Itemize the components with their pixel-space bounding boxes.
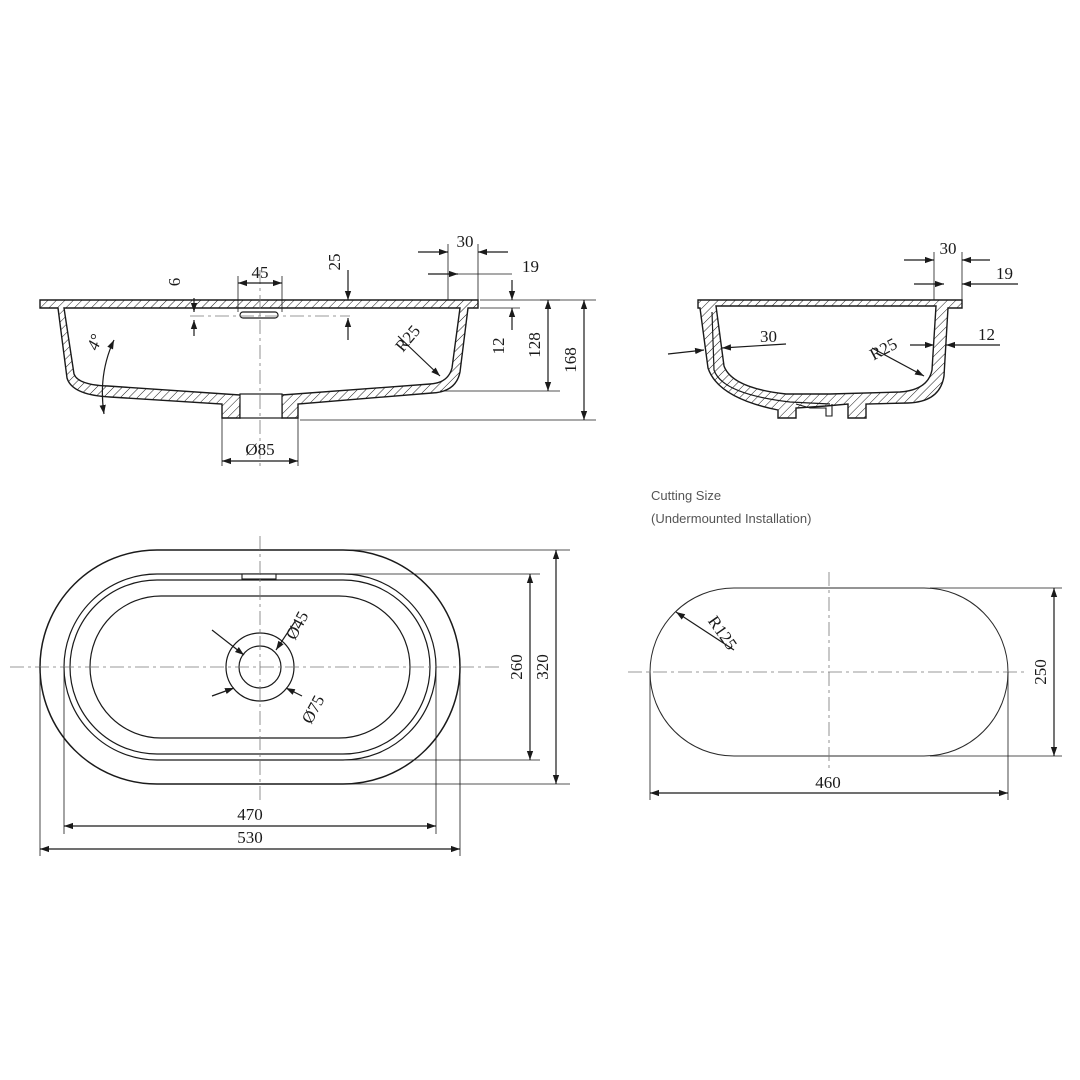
side-overflow-channel xyxy=(711,311,831,405)
top-inner-length: 470 xyxy=(237,805,263,824)
front-inner-radius: R25 xyxy=(391,322,424,356)
front-wall-thickness: 12 xyxy=(489,338,508,355)
side-rim-width: 30 xyxy=(940,239,957,258)
front-drain-diameter: Ø85 xyxy=(245,440,274,459)
cutting-width: 250 xyxy=(1031,659,1050,685)
front-inner-depth: 128 xyxy=(525,332,544,358)
front-section-view: Ø85 45 6 25 30 19 12 128 xyxy=(39,232,596,470)
front-overflow-slot xyxy=(239,311,279,319)
front-drain-throat xyxy=(239,393,283,419)
side-inner-radius: R25 xyxy=(866,334,900,364)
top-outer-length: 530 xyxy=(237,828,263,847)
side-rim-thickness: 19 xyxy=(996,264,1013,283)
cutting-length: 460 xyxy=(815,773,841,792)
front-rim-thickness: 19 xyxy=(522,257,539,276)
front-rim-width: 30 xyxy=(457,232,474,251)
cutting-size-view: Cutting Size (Undermounted Installation)… xyxy=(628,488,1062,800)
front-overflow-offset: 6 xyxy=(165,278,184,287)
top-outer-width: 320 xyxy=(533,654,552,680)
front-overflow-height: 25 xyxy=(325,254,344,271)
cutting-subtitle: (Undermounted Installation) xyxy=(651,511,811,526)
side-overflow-channel-width: 30 xyxy=(760,327,777,346)
side-basin-wall xyxy=(697,299,963,419)
front-total-height: 168 xyxy=(561,347,580,373)
side-wall-thickness: 12 xyxy=(978,325,995,344)
front-overflow-width: 45 xyxy=(252,263,269,282)
top-inner-width: 260 xyxy=(507,654,526,680)
top-overflow-slot xyxy=(241,573,277,580)
front-floor-slope: 4° xyxy=(83,331,106,352)
cutting-title: Cutting Size xyxy=(651,488,721,503)
top-plan-view: Ø45 Ø75 260 320 470 530 xyxy=(10,536,570,856)
side-section-view: 30 19 30 R25 12 xyxy=(667,239,1018,419)
